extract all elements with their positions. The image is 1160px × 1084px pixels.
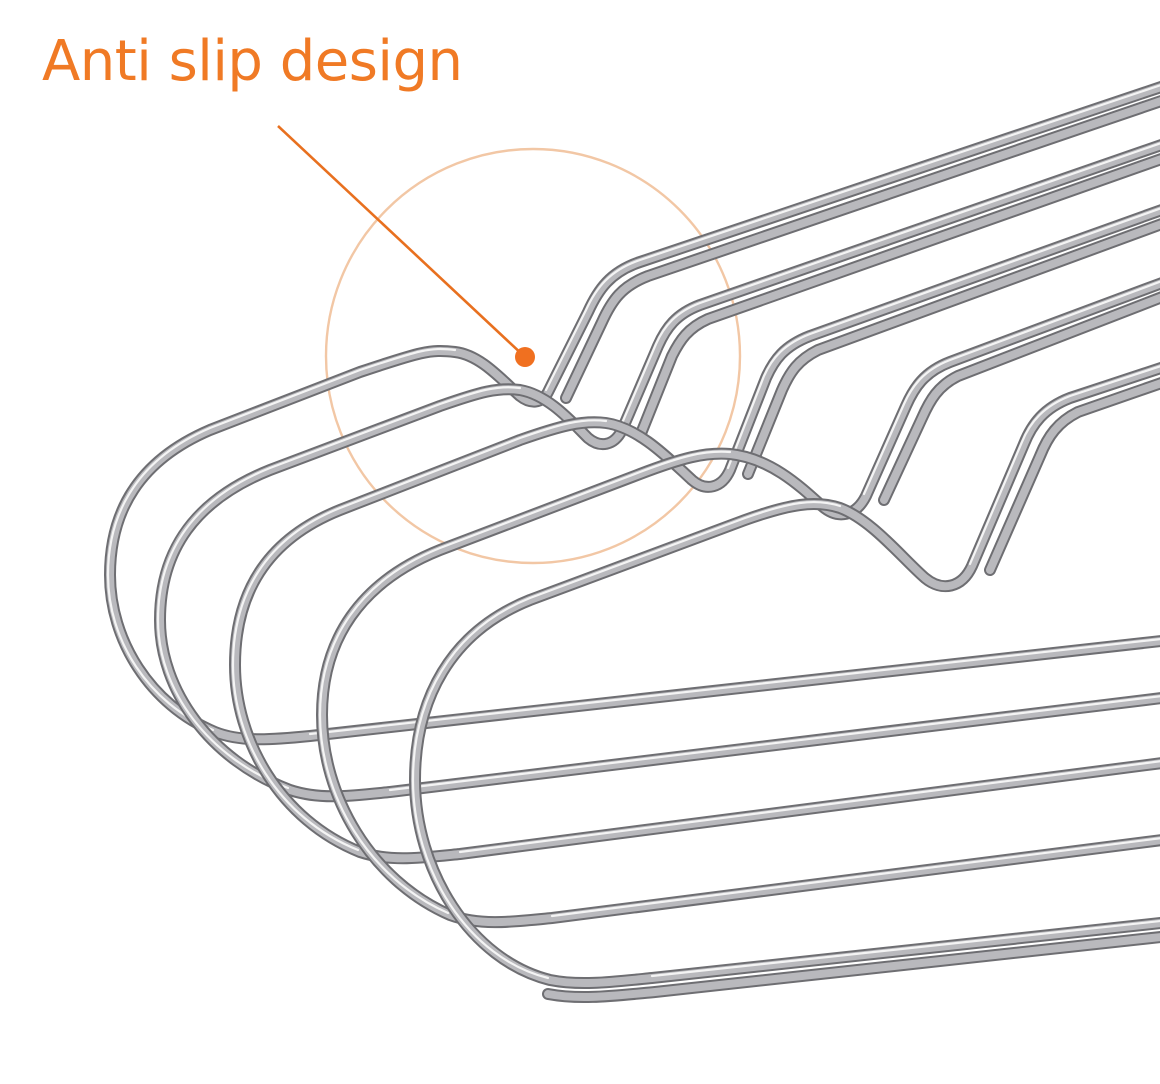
callout-dot [515,347,535,367]
callout-label: Anti slip design [42,29,463,94]
highlight-circle [324,147,742,565]
callout-leader-line [277,125,526,358]
hanger-3 [229,204,1160,865]
hanger-5 [409,361,1160,1004]
